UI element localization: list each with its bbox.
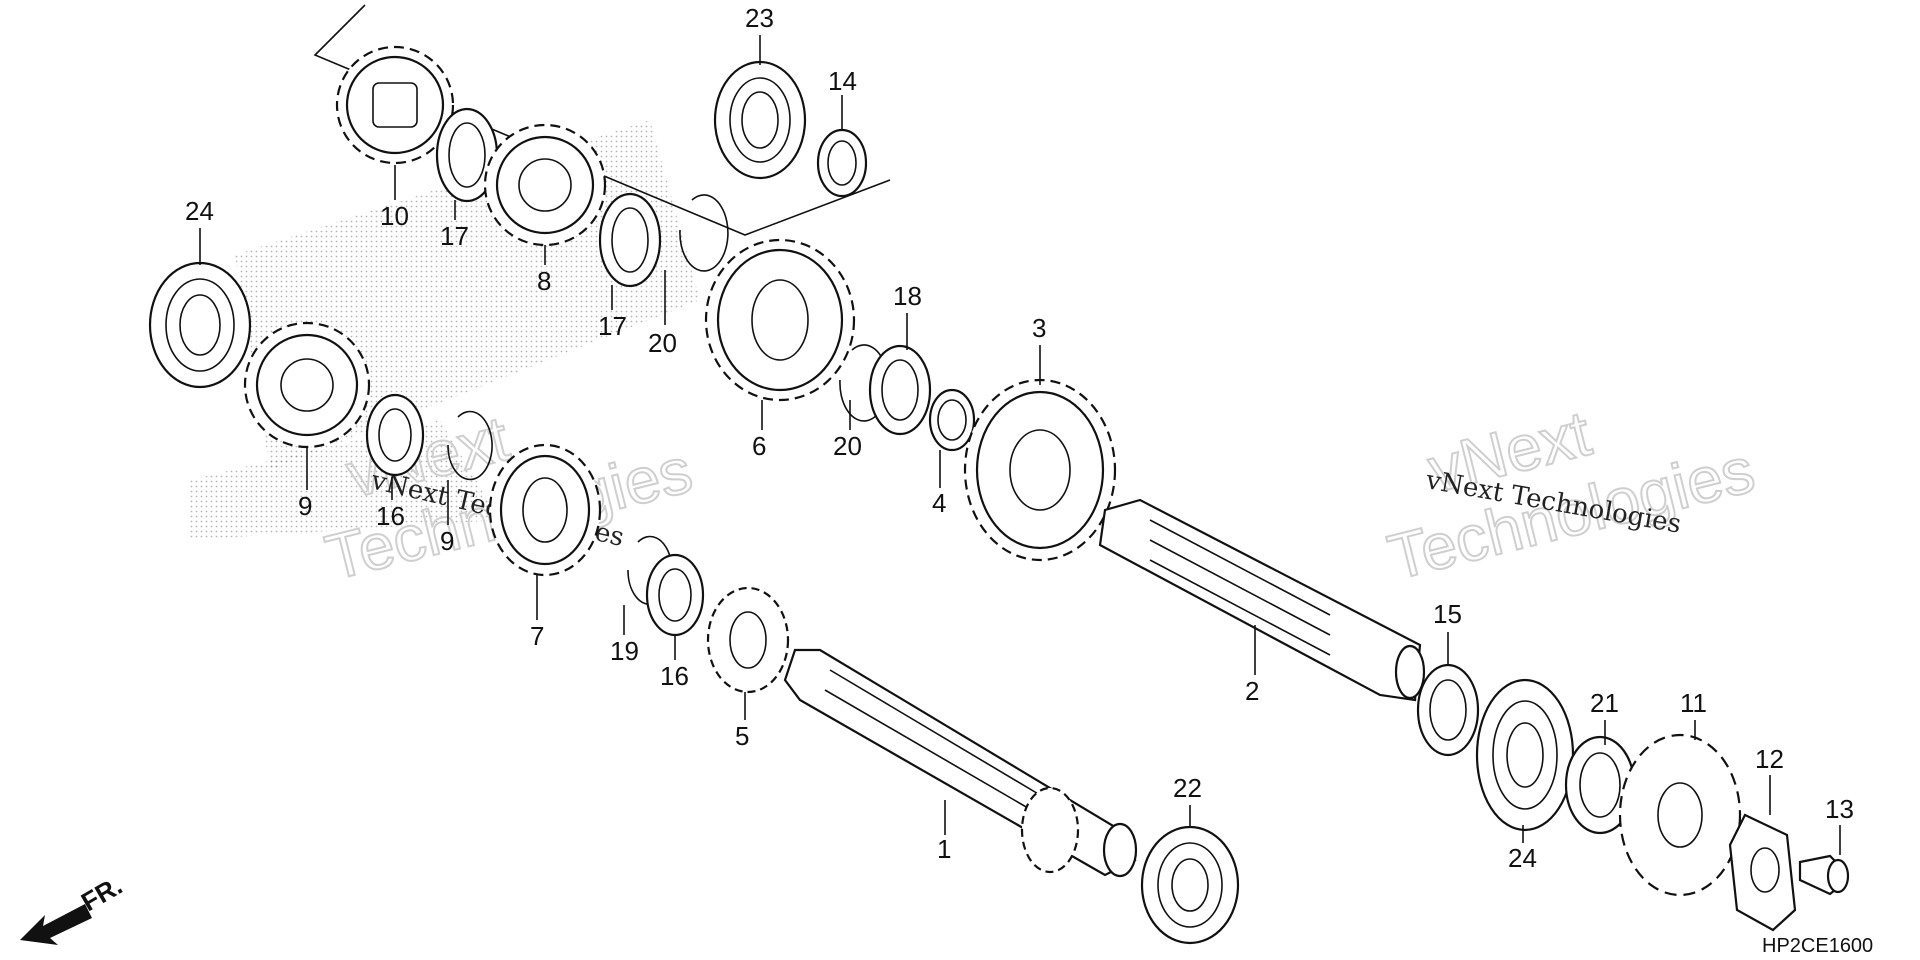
callout-9-circlip: 9 <box>440 526 454 556</box>
callout-17-middle: 17 <box>598 311 627 341</box>
callout-19: 19 <box>610 636 639 666</box>
sprocket-part-11 <box>1618 733 1742 897</box>
gear-part-9 <box>243 321 371 449</box>
callout-2: 2 <box>1245 676 1259 706</box>
washer-part-14 <box>816 128 868 198</box>
callout-9-gear: 9 <box>298 491 312 521</box>
callout-1: 1 <box>937 834 951 864</box>
callout-4: 4 <box>932 488 946 518</box>
callout-11: 11 <box>1680 688 1707 718</box>
callout-17-upper: 17 <box>440 221 469 251</box>
callout-12: 12 <box>1755 744 1784 774</box>
callout-20-upper: 20 <box>648 328 677 358</box>
callout-23: 23 <box>745 3 774 33</box>
gear-part-3 <box>963 378 1117 562</box>
gear-part-8 <box>483 123 607 247</box>
callout-24-right: 24 <box>1508 843 1537 873</box>
watermark-outline-right: vNext Technologies <box>1380 396 1762 595</box>
bearing-part-24-right <box>1475 678 1575 832</box>
callout-10: 10 <box>380 201 409 231</box>
callout-3: 3 <box>1032 313 1046 343</box>
callout-16-left: 16 <box>376 501 405 531</box>
callout-7: 7 <box>530 621 544 651</box>
washer-part-18 <box>868 344 932 436</box>
bearing-part-24-left <box>148 261 252 389</box>
callout-22: 22 <box>1173 773 1202 803</box>
diagram-code: HP2CE1600 <box>1762 935 1873 957</box>
callout-20-lower: 20 <box>833 431 862 461</box>
washer-part-16-left <box>365 393 425 477</box>
callout-5: 5 <box>735 721 749 751</box>
callout-16-lower: 16 <box>660 661 689 691</box>
shaft-part-1 <box>783 648 1138 878</box>
shaft-part-2 <box>1098 498 1426 702</box>
callout-15: 15 <box>1433 599 1462 629</box>
callout-6: 6 <box>752 431 766 461</box>
dotted-guide-lower <box>190 420 500 540</box>
gear-part-5 <box>706 586 790 694</box>
circlip-part-9 <box>447 410 493 481</box>
front-direction-arrow: FR. <box>20 870 127 945</box>
bearing-part-22 <box>1140 825 1240 945</box>
callout-8: 8 <box>537 266 551 296</box>
gear-part-7 <box>488 443 602 577</box>
gear-part-6 <box>704 238 856 402</box>
gear-part-10 <box>335 45 455 165</box>
washer-part-15 <box>1416 663 1480 757</box>
callout-24-left: 24 <box>185 196 214 226</box>
leader-lines <box>199 35 1841 855</box>
washer-part-17-middle <box>598 192 662 288</box>
bushing-part-4 <box>928 388 976 452</box>
plate-part-12 <box>1728 813 1797 932</box>
callout-18: 18 <box>893 281 922 311</box>
oil-seal-part-21 <box>1564 735 1636 835</box>
bearing-part-23 <box>713 60 807 180</box>
washer-part-16-lower <box>645 553 705 637</box>
bolt-part-13 <box>1798 854 1850 896</box>
circlip-part-20-upper <box>679 194 729 272</box>
callout-13: 13 <box>1825 794 1854 824</box>
callout-21: 21 <box>1590 688 1619 718</box>
callout-14: 14 <box>828 66 857 96</box>
callout-labels: 23 14 10 17 8 17 20 24 9 16 9 7 19 16 5 … <box>185 3 1854 873</box>
